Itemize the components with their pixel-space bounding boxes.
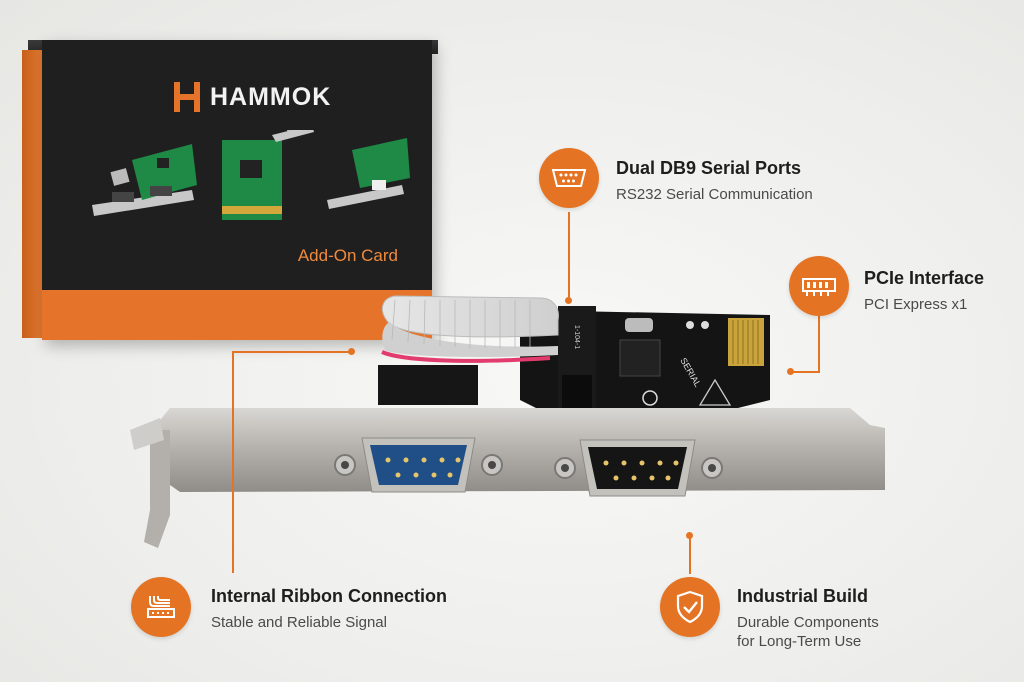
ribbon-cable-icon bbox=[147, 596, 175, 618]
product-box: HAMMOK bbox=[22, 40, 438, 340]
pcie-interface-callout: PCIe Interface PCI Express x1 bbox=[864, 268, 984, 314]
pcie-interface-title: PCIe Interface bbox=[864, 268, 985, 288]
ribbon-connection-badge bbox=[131, 577, 191, 637]
crystal-oscillator bbox=[625, 318, 653, 332]
serial-ports-badge bbox=[539, 148, 599, 208]
box-front-panel: HAMMOK bbox=[42, 40, 432, 340]
svg-text:1-104-1: 1-104-1 bbox=[573, 325, 580, 349]
ribbon-connection-callout: Internal Ribbon Connection Stable and Re… bbox=[211, 586, 447, 632]
industrial-build-badge bbox=[660, 577, 720, 637]
industrial-build-callout: Industrial Build Durable Components for … bbox=[737, 586, 879, 651]
ribbon-connection-title: Internal Ribbon Connection bbox=[211, 586, 447, 606]
box-card-middle bbox=[222, 130, 314, 220]
shield-check-icon bbox=[676, 590, 704, 624]
box-card-left bbox=[92, 144, 197, 216]
industrial-build-subtitle-1: Durable Components bbox=[737, 614, 879, 631]
pcie-interface-badge bbox=[789, 256, 849, 316]
brand-logo: HAMMOK bbox=[172, 80, 331, 114]
bracket-tab bbox=[144, 430, 170, 548]
controller-chip bbox=[619, 339, 661, 377]
serial-ports-title: Dual DB9 Serial Ports bbox=[616, 158, 802, 178]
callout-dot-ribbon bbox=[348, 348, 355, 355]
callout-dot-build bbox=[686, 532, 693, 539]
industrial-build-title: Industrial Build bbox=[737, 586, 869, 606]
serial-ports-subtitle: RS232 Serial Communication bbox=[616, 186, 813, 203]
db9-port-blue bbox=[334, 437, 503, 493]
callout-line-pcie-v bbox=[818, 316, 820, 372]
metal-bracket bbox=[130, 408, 885, 548]
db9-port-black bbox=[554, 439, 723, 497]
ribbon-cable bbox=[378, 295, 559, 405]
pcie-interface-subtitle: PCI Express x1 bbox=[864, 296, 968, 313]
callout-line-pcie-h bbox=[792, 371, 820, 373]
brand-name: HAMMOK bbox=[210, 82, 332, 111]
box-product-illustrations bbox=[92, 130, 410, 220]
ribbon-connection-subtitle: Stable and Reliable Signal bbox=[211, 614, 387, 631]
box-orange-band bbox=[42, 290, 432, 340]
callout-line-ribbon-v bbox=[232, 351, 234, 573]
pcie-serial-card: SERIAL 1-104-1 bbox=[130, 295, 885, 548]
callout-line-ribbon-h bbox=[232, 351, 352, 353]
callout-dot-pcie bbox=[787, 368, 794, 375]
callout-dot-serial bbox=[565, 297, 572, 304]
ribbon-connector bbox=[378, 365, 478, 405]
db9-port-icon bbox=[551, 169, 587, 187]
box-card-right bbox=[327, 138, 410, 209]
serial-ports-callout: Dual DB9 Serial Ports RS232 Serial Commu… bbox=[616, 158, 813, 204]
pcie-slot-icon bbox=[802, 278, 836, 296]
callout-line-build bbox=[689, 536, 691, 574]
box-label-text: Add-On Card bbox=[297, 246, 398, 265]
industrial-build-subtitle-2: for Long-Term Use bbox=[737, 633, 862, 650]
box-side-panel bbox=[22, 50, 44, 338]
callout-line-serial bbox=[568, 212, 570, 300]
hammok-logo-icon bbox=[174, 82, 200, 112]
